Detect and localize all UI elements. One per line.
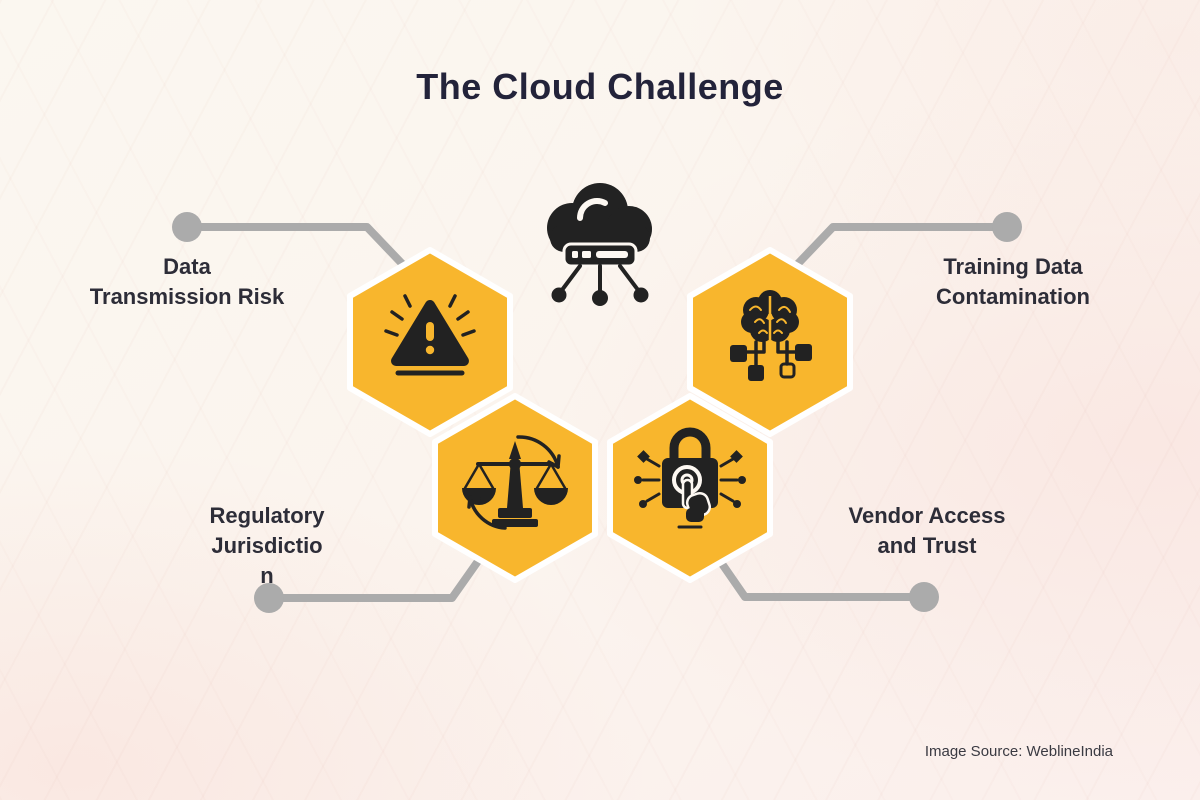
scales-of-justice-icon bbox=[462, 435, 568, 530]
label-vendor-access-and-trust: Vendor Access and Trust bbox=[849, 501, 1006, 561]
label-line: n bbox=[260, 563, 274, 588]
connector-data-transmission-risk bbox=[183, 223, 414, 276]
label-line: Jurisdictio bbox=[211, 533, 323, 558]
label-line: Transmission Risk bbox=[89, 284, 285, 309]
connector-dot bbox=[909, 582, 939, 612]
page-title: The Cloud Challenge bbox=[416, 66, 784, 107]
label-line: and Trust bbox=[877, 533, 977, 558]
label-data-transmission-risk: Data Transmission Risk bbox=[90, 252, 284, 312]
secure-access-lock-icon bbox=[634, 427, 746, 529]
hexagon-training-data-contamination bbox=[687, 247, 853, 437]
label-regulatory-jurisdiction: Regulatory Jurisdictio n bbox=[210, 501, 325, 591]
label-training-data-contamination: Training Data Contamination bbox=[936, 252, 1090, 312]
connector-training-data-contamination bbox=[786, 223, 1011, 276]
label-line: Data bbox=[163, 254, 211, 279]
connector-dot bbox=[992, 212, 1022, 242]
label-line: Contamination bbox=[936, 284, 1090, 309]
cloud-computing-icon bbox=[547, 183, 652, 306]
label-line: Training Data bbox=[943, 254, 1083, 279]
label-line: Vendor Access bbox=[848, 503, 1006, 528]
image-source-credit: Image Source: WeblineIndia bbox=[924, 743, 1113, 760]
connector-dot bbox=[172, 212, 202, 242]
connector-dot bbox=[254, 583, 284, 613]
brain-circuit-icon bbox=[730, 290, 812, 381]
label-line: Regulatory bbox=[209, 503, 325, 528]
warning-alert-icon bbox=[384, 294, 476, 376]
